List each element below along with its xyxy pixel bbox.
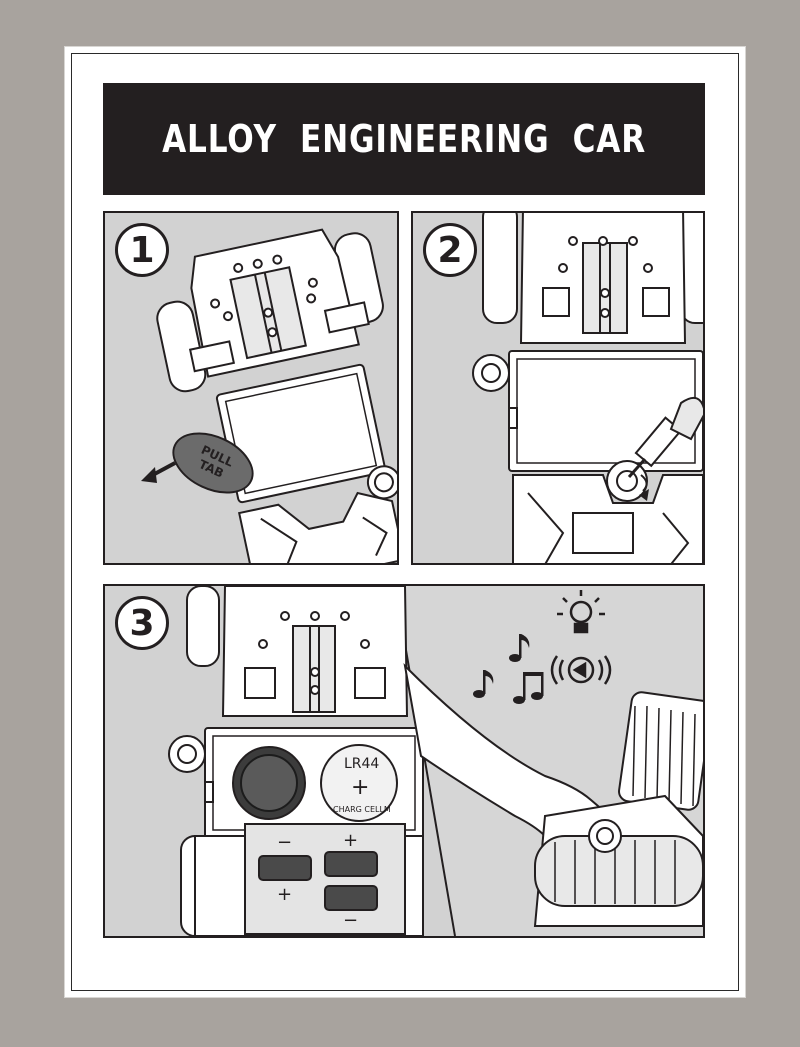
rotate-arrow-icon <box>640 474 648 492</box>
car-wheel-left <box>482 213 518 324</box>
battery-slot-left <box>258 855 312 881</box>
toy-car-illustration <box>533 691 703 927</box>
sheet-frame <box>71 53 739 991</box>
step-1-illustration: PULL TAB <box>141 228 397 563</box>
pull-arrow-head-icon <box>141 467 157 483</box>
screwdriver-icon <box>627 396 703 478</box>
polarity-minus-top: − <box>277 832 292 853</box>
step-3-panel: LR44 + CHARG CELLM − + + − <box>103 584 705 938</box>
pull-tab <box>172 432 254 494</box>
title-banner: ALLOY ENGINEERING CAR <box>103 83 705 195</box>
light-bulb-icon <box>557 590 605 634</box>
step-1-number: 1 <box>115 223 169 277</box>
instruction-sheet: ALLOY ENGINEERING CAR <box>64 46 746 998</box>
sound-icon <box>550 655 612 685</box>
step-3-illustration: LR44 + CHARG CELLM − + + − <box>168 586 703 936</box>
battery-cell-text: CHARG CELLM <box>333 805 391 814</box>
battery-lr44 <box>320 744 398 822</box>
car-wheel-left <box>186 586 220 667</box>
polarity-plus-top: + <box>343 830 358 851</box>
polarity-minus-bottom: − <box>343 910 358 931</box>
battery-slot-right-top <box>324 851 378 877</box>
step-1-panel: PULL TAB 1 <box>103 211 399 565</box>
car-bracket-left <box>188 340 236 373</box>
polarity-plus-bottom: + <box>277 884 292 905</box>
battery-slot-right-bottom <box>324 885 378 911</box>
step-2-number: 2 <box>423 223 477 277</box>
music-notes-icon <box>473 634 544 704</box>
battery-label: LR44 <box>344 756 379 772</box>
page-title: ALLOY ENGINEERING CAR <box>162 117 646 161</box>
battery-plus-sign: + <box>351 775 369 800</box>
step-2-illustration <box>472 213 703 563</box>
car-bracket-right <box>323 301 370 334</box>
step-3-number: 3 <box>115 596 169 650</box>
step-2-panel: 2 <box>411 211 705 565</box>
